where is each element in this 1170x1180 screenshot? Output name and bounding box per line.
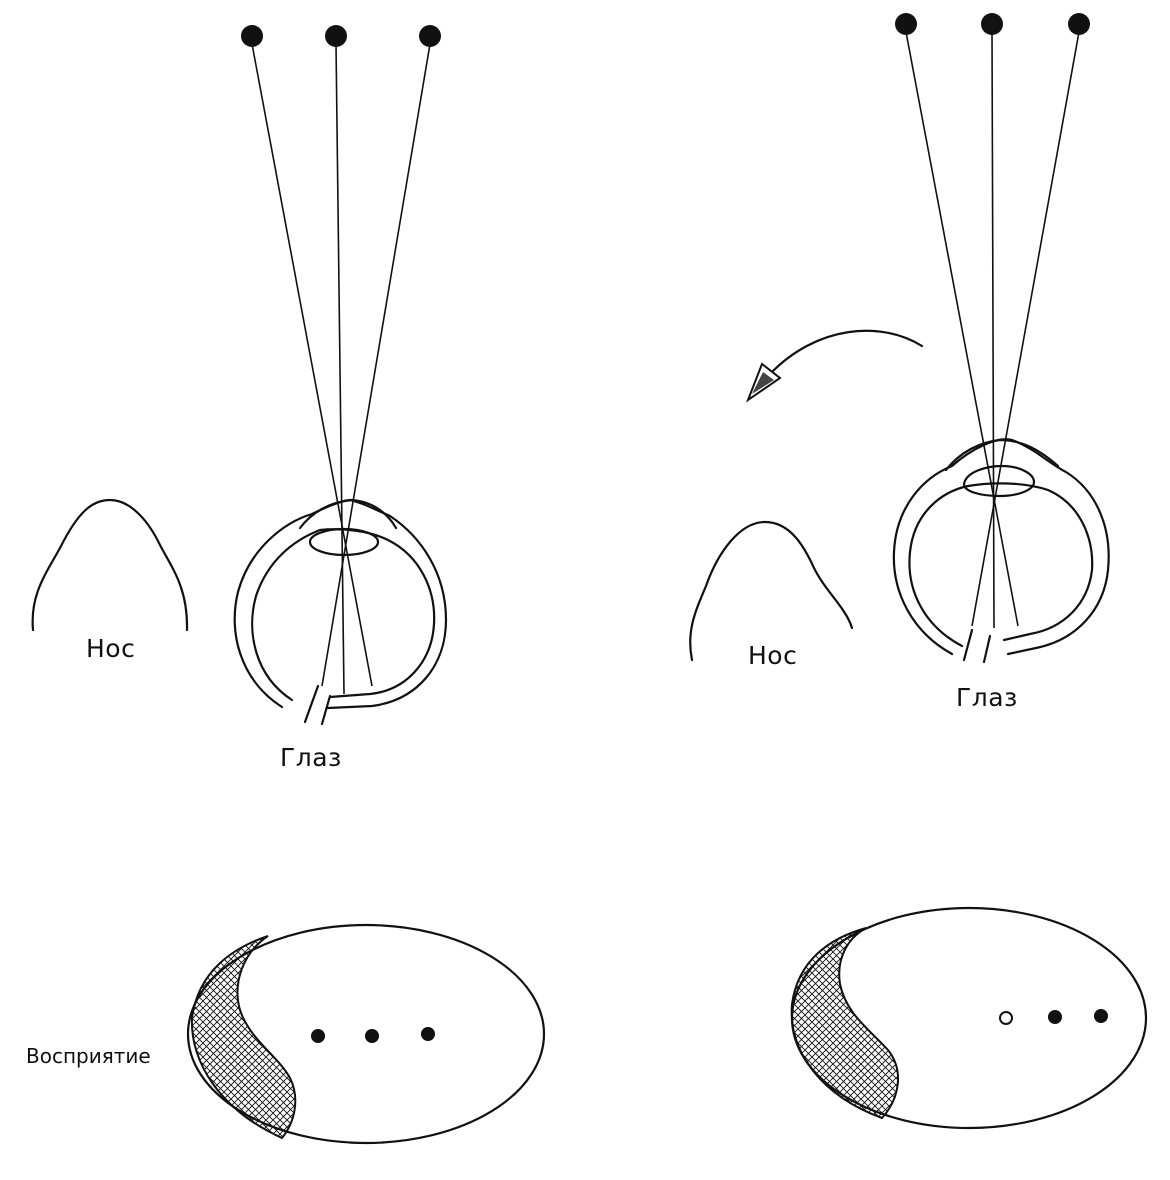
eye-label-right: Глаз [956, 683, 1018, 712]
perceived-dot-left-3 [421, 1027, 435, 1041]
left-panel: Нос Глаз Восприятие [26, 25, 546, 1145]
perceived-dot-left-2 [365, 1029, 379, 1043]
nose-label-left: Нос [86, 634, 135, 663]
eye-left [233, 498, 448, 726]
field-outline-right [790, 906, 1148, 1130]
eye-right [892, 438, 1110, 664]
perception-label: Восприятие [26, 1044, 151, 1068]
visual-field-right [790, 906, 1148, 1130]
perceived-dot-right-2 [1048, 1010, 1062, 1024]
visual-field-left [186, 923, 546, 1145]
object-dot-right-3 [1068, 13, 1090, 35]
eye-label-left: Глаз [280, 743, 342, 772]
nose-label-right: Нос [748, 641, 797, 670]
perceived-dot-left-1 [311, 1029, 325, 1043]
object-dot-left-1 [241, 25, 263, 47]
right-panel: Нос Глаз [689, 13, 1148, 1130]
blind-region-left [190, 935, 297, 1140]
object-dot-right-1 [895, 13, 917, 35]
perceived-dot-right-3 [1094, 1009, 1108, 1023]
object-dot-right-2 [981, 13, 1003, 35]
nose-outline-left [31, 498, 189, 632]
object-dot-left-2 [325, 25, 347, 47]
object-dot-left-3 [419, 25, 441, 47]
nose-outline-right [689, 520, 854, 662]
light-rays-right [905, 31, 1080, 629]
curved-arrow-icon [745, 329, 924, 403]
blind-region-right [790, 927, 900, 1120]
light-rays-left [251, 43, 431, 695]
perceived-dot-right-1 [999, 1011, 1013, 1025]
field-outline-left [186, 923, 546, 1145]
